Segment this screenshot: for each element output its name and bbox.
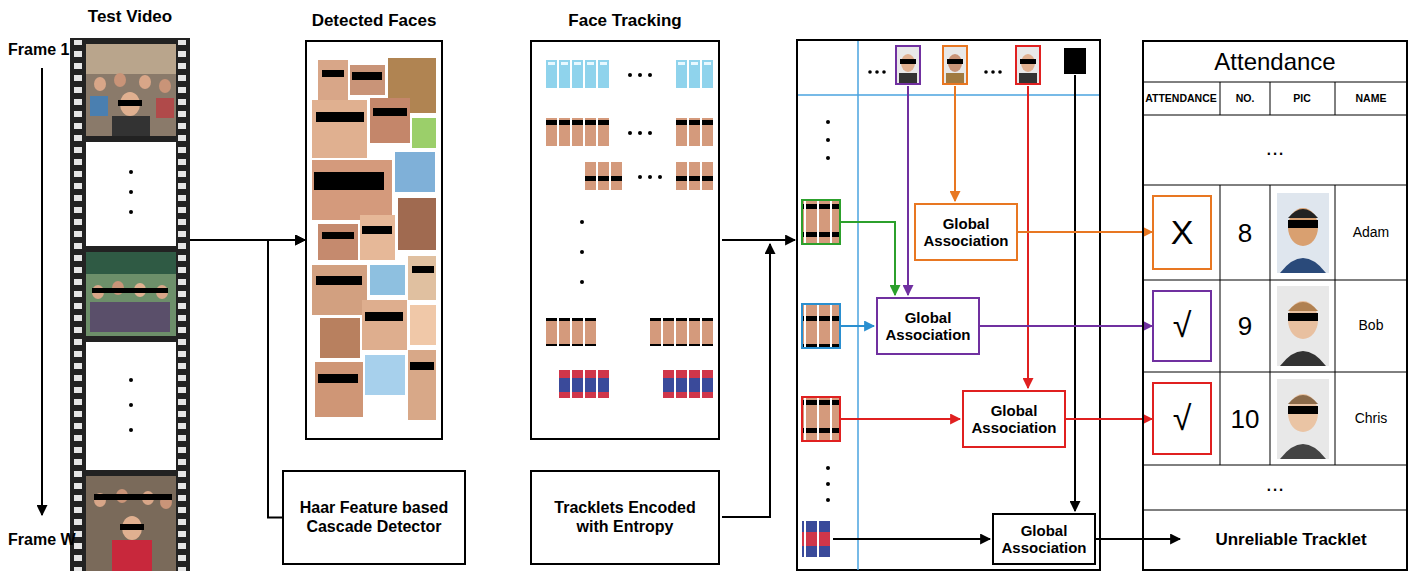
face-tracking-box: Face Tracking [530,40,720,440]
node-text: √ [1173,306,1192,345]
column-header: NO. [1236,93,1255,105]
node-text: X [1171,213,1194,252]
connector-arrow [980,325,1152,327]
student-number: 10 [1231,405,1260,434]
node-text: Detected Faces [312,11,437,31]
association-box: Global Association [992,513,1096,565]
association-box: Global Association [876,297,980,355]
unreliable-row: Unreliable Tracklet [1180,518,1402,562]
column-header: PIC [1293,93,1311,105]
node-text: Global Association [922,215,1010,250]
film-strip: Test Video [70,38,190,571]
association-box: Global Association [962,390,1066,448]
node-text: Attendance [1144,42,1406,76]
column-header: NAME [1356,93,1387,105]
ellipsis-row: ... [1266,472,1284,496]
student-name: Bob [1359,318,1384,333]
detector-box: Haar Feature based Cascade Detector [282,470,466,565]
student-name: Adam [1353,225,1390,240]
attendance-mark: √ [1152,290,1212,362]
ellipsis-row: ... [1266,136,1284,160]
association-box: Global Association [914,203,1018,261]
encoding-box: Tracklets Encoded with Entropy [530,470,720,565]
attendance-mark: √ [1152,382,1212,455]
column-header: ATTENDANCE [1145,93,1217,105]
node-text: Test Video [88,7,172,27]
connector-arrow [1066,418,1152,420]
connector-arrow [1018,231,1152,233]
connector-arrow [1096,538,1180,540]
node-text: Global Association [970,402,1058,437]
node-text: Global Association [1000,522,1088,557]
student-name: Chris [1355,411,1388,426]
node-text: Global Association [884,309,972,344]
frame-label: Frame W [8,531,76,549]
frame-label: Frame 1 [8,41,69,59]
student-number: 8 [1238,219,1252,248]
node-text: Tracklets Encoded with Entropy [538,499,712,536]
attendance-mark: X [1152,195,1212,270]
node-text: Unreliable Tracklet [1215,530,1366,550]
student-number: 9 [1238,312,1252,341]
detected-faces-box: Detected Faces [305,40,443,440]
node-text: Face Tracking [568,11,681,31]
connector-arrow [268,240,305,518]
node-text: √ [1173,399,1192,438]
node-text: Haar Feature based Cascade Detector [290,499,458,536]
